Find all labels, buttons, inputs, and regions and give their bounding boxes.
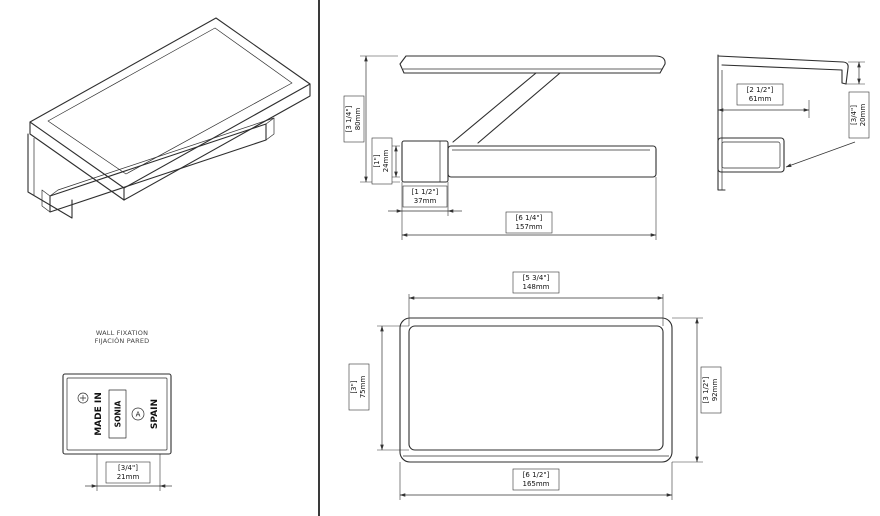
wall-fixation-plate-view: WALL FIXATION FIJACIÓN PARED MADE IN SON… xyxy=(62,329,172,491)
divider-line xyxy=(318,0,320,516)
dim-side-depth-mm: 61mm xyxy=(749,95,772,103)
dim-top-inner-depth-inch: [3"] xyxy=(350,380,358,393)
dim-plate-width-inch: [3/4"] xyxy=(118,464,138,472)
dim-front-bracket-width-mm: 37mm xyxy=(414,197,437,205)
plate-dim-width-label: [3/4"] 21mm xyxy=(105,461,151,484)
dim-front-bracket-width-inch: [1 1/2"] xyxy=(412,188,439,196)
dim-top-total-depth-inch: [3 1/2"] xyxy=(702,376,710,403)
wall-fixation-title-en: WALL FIXATION xyxy=(96,329,148,337)
isometric-view xyxy=(27,17,311,219)
side-product-outline xyxy=(717,54,849,191)
top-dim-inner-width-label: [5 3/4"] 148mm xyxy=(512,271,560,294)
front-dim-bracket-width-label: [1 1/2"] 37mm xyxy=(402,185,448,208)
front-dim-total-height-label: [3 1/4"] 80mm xyxy=(343,95,365,143)
plate-dimension-lines xyxy=(85,454,172,491)
front-dimension-lines xyxy=(360,55,657,240)
brand-logo: SONIA xyxy=(108,389,127,439)
side-dim-depth-label: [2 1/2"] 61mm xyxy=(736,83,784,106)
brand-label: SONIA xyxy=(114,400,123,427)
made-in-label: MADE IN xyxy=(94,392,104,436)
screw-hole-icon xyxy=(77,392,89,404)
top-plan-view: [5 3/4"] 148mm [3"] 75mm [3 1/2"] 92mm [… xyxy=(348,271,722,500)
dim-front-total-width-inch: [6 1/4"] xyxy=(516,214,543,222)
dim-plate-width-mm: 21mm xyxy=(117,473,140,481)
iso-roll-bar xyxy=(41,117,275,213)
plate-made-in-text: MADE IN xyxy=(94,392,104,436)
front-dim-total-width-label: [6 1/4"] 157mm xyxy=(505,211,553,234)
top-product-outline xyxy=(399,317,673,463)
wall-fixation-title-es: FIJACIÓN PARED xyxy=(95,336,150,345)
iso-shelf-outline xyxy=(29,17,311,201)
side-view: [2 1/2"] 61mm [3/4"] 20mm xyxy=(717,54,870,191)
dim-front-height-mm: 80mm xyxy=(354,108,362,131)
dim-side-rail-height-inch: [3/4"] xyxy=(850,105,858,125)
top-dim-inner-depth-label: [3"] 75mm xyxy=(348,363,370,411)
plate-spain-text: SPAIN xyxy=(150,399,160,429)
dim-side-rail-height-mm: 20mm xyxy=(859,104,867,127)
spain-label: SPAIN xyxy=(150,399,160,429)
top-dim-total-width-label: [6 1/2"] 165mm xyxy=(512,468,560,491)
dim-front-height-inch: [3 1/4"] xyxy=(345,105,353,132)
dim-top-inner-width-inch: [5 3/4"] xyxy=(523,274,550,282)
cert-mark-label: A xyxy=(136,411,141,419)
dim-top-inner-width-mm: 148mm xyxy=(523,283,550,291)
dim-front-bar-height-mm: 24mm xyxy=(382,150,390,173)
fixation-plate-outline xyxy=(62,373,172,455)
dim-top-total-width-mm: 165mm xyxy=(523,480,550,488)
dim-front-total-width-mm: 157mm xyxy=(516,223,543,231)
side-dimension-lines xyxy=(717,61,865,168)
dim-top-total-depth-mm: 92mm xyxy=(711,379,719,402)
front-dim-bar-height-label: [1"] 24mm xyxy=(371,137,393,185)
dim-top-total-width-inch: [6 1/2"] xyxy=(523,471,550,479)
top-dim-total-depth-label: [3 1/2"] 92mm xyxy=(700,366,722,414)
front-product-outline xyxy=(399,55,666,183)
dim-front-bar-height-inch: [1"] xyxy=(373,154,381,167)
dim-top-inner-depth-mm: 75mm xyxy=(359,376,367,399)
side-dim-rail-height-label: [3/4"] 20mm xyxy=(848,91,870,139)
top-dimension-lines xyxy=(377,294,703,500)
dim-side-depth-inch: [2 1/2"] xyxy=(747,86,774,94)
front-elevation-view: [3 1/4"] 80mm [1"] 24mm [1 1/2"] 37mm [6… xyxy=(343,55,666,240)
cert-mark-icon: A xyxy=(131,407,145,421)
